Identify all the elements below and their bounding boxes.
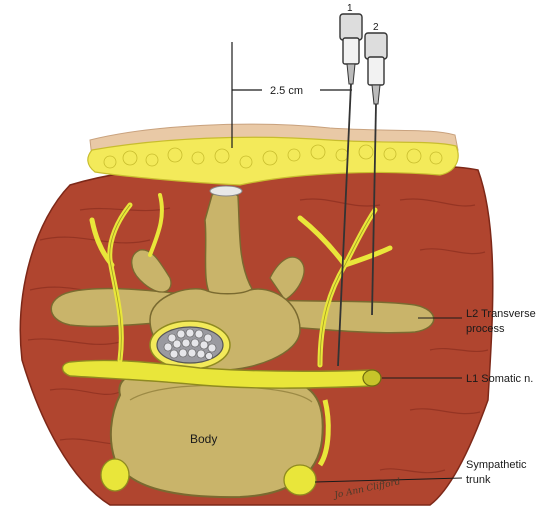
vertebral-body-label: Body	[190, 432, 217, 446]
needle-1-label: 1	[347, 3, 353, 14]
somatic-nerve-cut-end	[362, 369, 382, 387]
sympathetic-trunk-connection	[317, 399, 331, 467]
sympathetic-ganglion-right	[283, 464, 317, 496]
sympathetic-trunk-label-line2: trunk	[466, 474, 491, 486]
transverse-process-label-line2: process	[466, 323, 505, 335]
subcutaneous-fat	[87, 136, 459, 186]
fat-lobules	[103, 144, 443, 169]
left-nerve-branch	[148, 193, 164, 257]
distance-label: 2.5 cm	[270, 85, 303, 97]
sympathetic-ganglion-left	[100, 458, 130, 492]
supraspinous-ligament	[209, 185, 243, 197]
sympathetic-trunk-label-line1: Sympathetic	[466, 459, 527, 471]
articular-process-left	[131, 249, 172, 293]
needle-2	[364, 32, 388, 316]
somatic-nerve-label: L1 Somatic n.	[466, 373, 533, 385]
cauda-equina-roots	[163, 328, 217, 360]
needle-2-label: 2	[373, 22, 379, 33]
transverse-process-label-line1: L2 Transverse	[466, 308, 536, 320]
distance-marker	[231, 42, 352, 148]
articular-process-right	[269, 256, 305, 301]
needle-1	[337, 13, 363, 367]
leader-lines	[314, 317, 463, 483]
